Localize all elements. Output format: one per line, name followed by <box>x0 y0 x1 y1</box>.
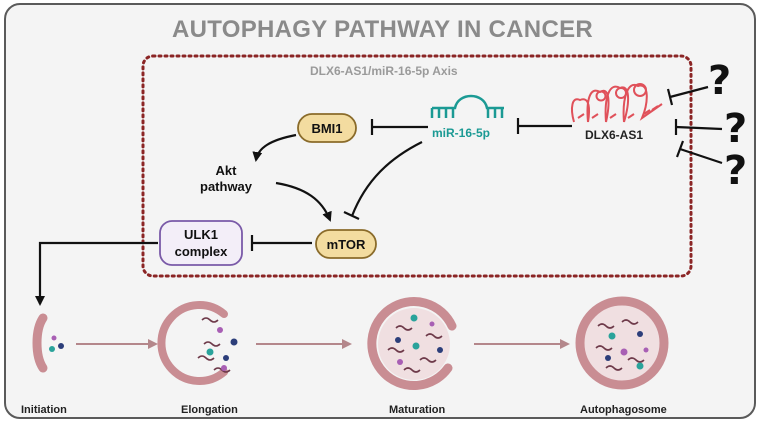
inhibit-mir-bmi1 <box>370 119 428 135</box>
inhibit-unknown-1 <box>666 85 709 106</box>
activate-ulk1-initiation <box>35 241 158 306</box>
mtor-node <box>315 229 377 259</box>
stage-label-maturation: Maturation <box>389 404 446 416</box>
mirna-glyph <box>430 94 504 118</box>
activate-akt-mtor <box>275 181 332 222</box>
inhibit-unknown-3 <box>675 140 723 165</box>
unknown-regulator-3: ? <box>724 148 748 194</box>
akt-pathway-label: Akt pathway <box>200 163 252 195</box>
diagram-title: AUTOPHAGY PATHWAY IN CANCER <box>171 16 594 43</box>
bmi1-node <box>297 113 357 143</box>
mtor-label: mTOR <box>327 237 366 252</box>
unknown-regulator-1: ? <box>708 58 732 104</box>
stage-label-autophagosome: Autophagosome <box>580 404 667 416</box>
lncrna-label: DLX6-AS1 <box>585 128 644 142</box>
maturation-vesicle <box>367 297 457 390</box>
akt-label-line1: Akt <box>215 163 237 178</box>
bmi1-label: BMI1 <box>311 121 342 136</box>
stage-label-initiation: Initiation <box>21 404 67 416</box>
elongation-phagophore <box>157 301 238 385</box>
inhibit-unknown-2 <box>674 119 723 135</box>
inhibit-mtor-ulk1 <box>250 235 312 251</box>
initiation-phagophore <box>32 313 64 373</box>
activate-bmi1-akt <box>252 133 297 162</box>
ulk1-label-line1: ULK1 <box>184 227 218 242</box>
unknown-regulator-2: ? <box>724 106 748 152</box>
ulk1-node <box>159 220 243 266</box>
inhibit-dlx-mir <box>516 118 572 134</box>
mirna-label: miR-16-5p <box>432 126 491 140</box>
autophagosome-vesicle <box>575 296 669 390</box>
axis-box-title: DLX6-AS1/miR-16-5p Axis <box>310 64 458 78</box>
akt-label-line2: pathway <box>200 179 253 194</box>
stage-label-elongation: Elongation <box>181 404 238 416</box>
inhibit-mir-mtor <box>343 141 423 220</box>
ulk1-label-line2: complex <box>175 244 229 259</box>
axis-box <box>141 54 693 278</box>
lncrna-glyph <box>571 83 663 123</box>
